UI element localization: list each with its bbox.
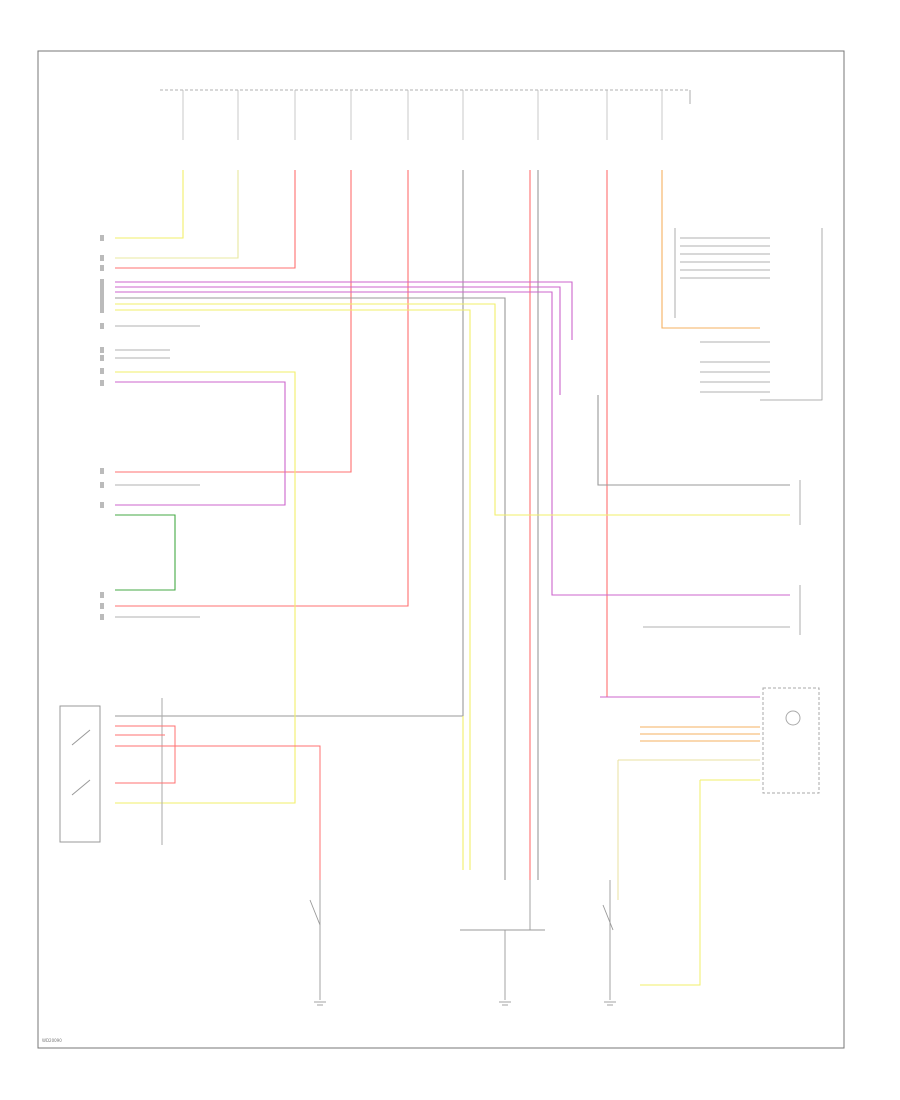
ground-symbols <box>314 1001 616 1006</box>
right-upper-module <box>674 228 823 401</box>
bottom-left-switch-module <box>59 698 321 880</box>
signal-wires <box>115 297 790 880</box>
instrument-cluster <box>617 687 820 986</box>
ground-stubs <box>115 325 200 618</box>
right-mid-sensors <box>643 480 801 635</box>
bottom-switches <box>309 880 614 1000</box>
fuse-box <box>160 89 691 140</box>
page-frame <box>37 50 845 1049</box>
page-id: WD20090 <box>42 1038 62 1043</box>
violet-bus <box>115 281 790 698</box>
fuse-feed-wires <box>115 170 760 880</box>
pin-connectors <box>100 235 104 620</box>
